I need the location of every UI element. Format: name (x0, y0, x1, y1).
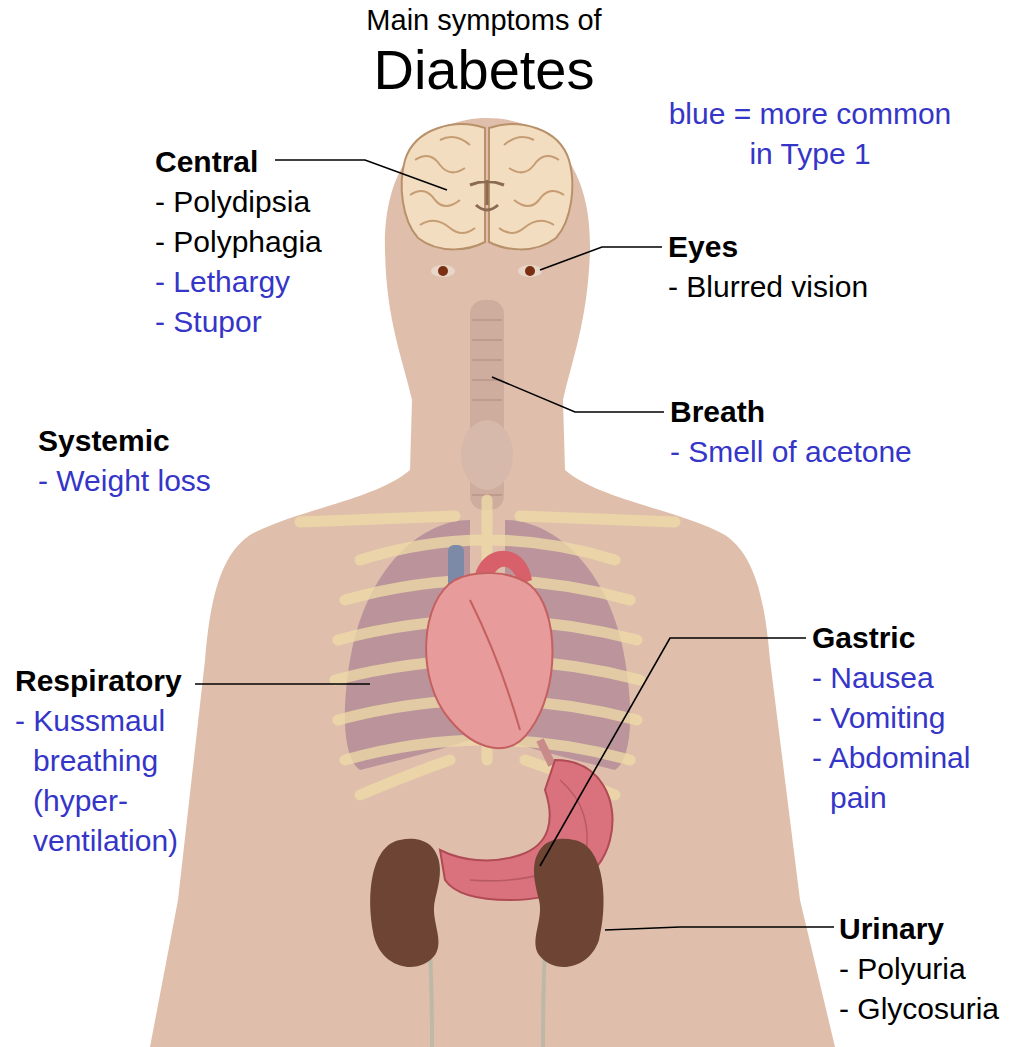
brain (402, 124, 573, 249)
kidneys (370, 839, 603, 1047)
symptom-item: - Blurred vision (668, 267, 868, 307)
group-heading: Urinary (839, 909, 944, 949)
group-heading: Breath (670, 392, 765, 432)
symptom-item: - Weight loss (38, 461, 211, 501)
group-heading: Central (155, 142, 258, 182)
ribcage (300, 500, 675, 795)
symptom-item: - Polyuria (839, 949, 966, 989)
body-silhouette (150, 118, 835, 1047)
heart (426, 545, 552, 748)
eyes (431, 265, 542, 277)
group-heading: Systemic (38, 421, 170, 461)
symptom-item: - Abdominal pain (812, 738, 1000, 818)
symptom-item: - Smell of acetone (670, 432, 912, 472)
group-heading: Eyes (668, 227, 738, 267)
legend-note: blue = more common in Type 1 (661, 94, 959, 174)
symptom-item: - Vomiting (812, 698, 945, 738)
symptom-item: - Polydipsia (155, 182, 310, 222)
group-heading: Gastric (812, 618, 915, 658)
group-heading: Respiratory (15, 661, 182, 701)
diagram-title: Diabetes (284, 38, 684, 102)
symptom-item: - Lethargy (155, 262, 290, 302)
subtitle-text: Main symptoms of (284, 0, 684, 40)
symptom-item: - Kussmaul breathing (hyper- ventilation… (15, 701, 203, 861)
symptom-item: - Polyphagia (155, 222, 322, 262)
lungs (345, 520, 630, 770)
symptom-item: - Glycosuria (839, 989, 999, 1029)
trachea (461, 300, 513, 510)
symptom-item: - Stupor (155, 302, 262, 342)
symptom-item: - Nausea (812, 658, 934, 698)
